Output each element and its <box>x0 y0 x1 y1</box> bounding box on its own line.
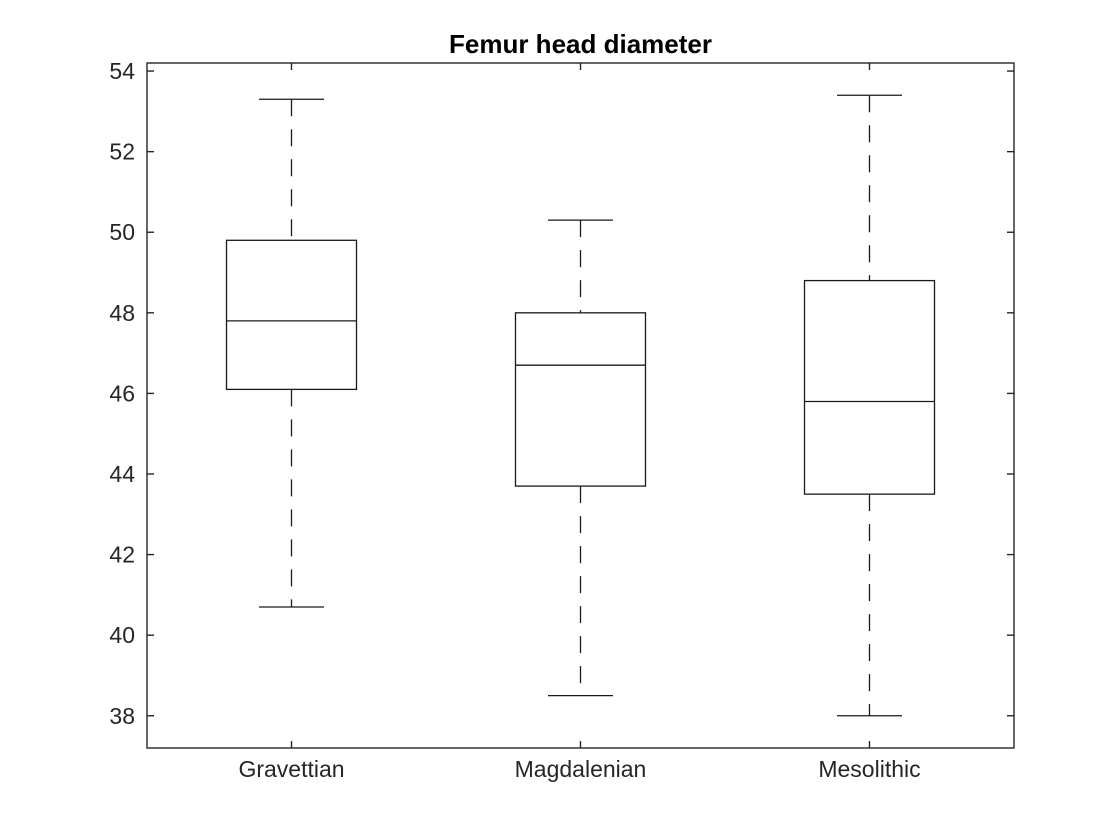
iqr-box-mesolithic <box>803 279 936 495</box>
boxplot-gravettian <box>225 98 358 608</box>
x-tick-label-mesolithic: Mesolithic <box>818 756 920 782</box>
y-tick-label-38: 38 <box>109 703 135 729</box>
iqr-box-magdalenian <box>514 312 647 487</box>
boxplot-mesolithic <box>803 94 936 717</box>
y-tick-label-42: 42 <box>109 542 135 568</box>
x-tick-label-gravettian: Gravettian <box>238 756 344 782</box>
x-tick-label-magdalenian: Magdalenian <box>515 756 647 782</box>
y-tick-label-54: 54 <box>109 58 135 84</box>
y-tick-label-50: 50 <box>109 219 135 245</box>
y-tick-label-48: 48 <box>109 300 135 326</box>
chart-title: Femur head diameter <box>449 29 712 59</box>
y-tick-label-44: 44 <box>109 461 135 487</box>
y-tick-label-52: 52 <box>109 139 135 165</box>
boxplot-magdalenian <box>514 219 647 697</box>
y-tick-label-46: 46 <box>109 380 135 406</box>
iqr-box-gravettian <box>225 239 358 391</box>
y-tick-label-40: 40 <box>109 622 135 648</box>
